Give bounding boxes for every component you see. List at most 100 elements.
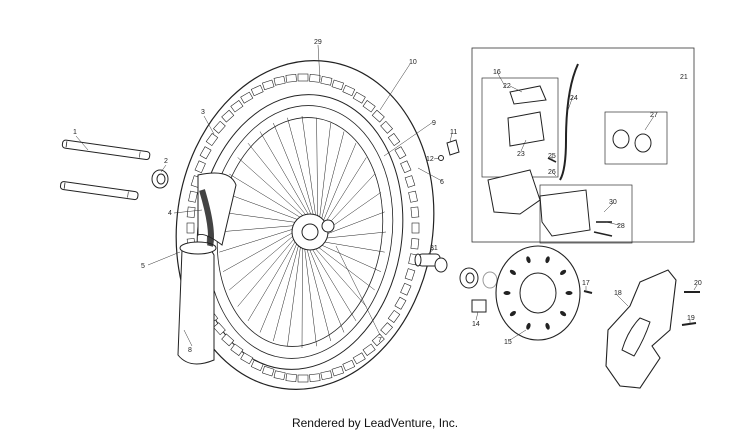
spoke xyxy=(302,236,317,347)
spoke xyxy=(287,117,318,228)
spoke xyxy=(304,238,345,333)
tread-block xyxy=(205,133,219,147)
tread-block xyxy=(331,365,344,377)
disc-hole xyxy=(509,310,516,317)
spoke xyxy=(308,239,375,291)
tread-block xyxy=(410,238,420,250)
callout-8: 8 xyxy=(188,347,192,354)
tread-block xyxy=(250,359,264,372)
callout-3: 3 xyxy=(201,109,205,116)
tread-block xyxy=(380,322,393,336)
tread-block xyxy=(371,333,385,347)
tread-block xyxy=(411,222,420,234)
valve-parts xyxy=(438,139,460,161)
callout-1: 1 xyxy=(73,129,77,136)
disc-hole xyxy=(545,322,550,330)
tread-block xyxy=(240,91,254,104)
spoke xyxy=(307,239,367,307)
tread-block xyxy=(320,75,333,86)
callout-22: 22 xyxy=(503,83,511,90)
disc-hole xyxy=(560,310,567,317)
tire-section xyxy=(177,172,237,365)
spoke xyxy=(237,157,313,225)
spoke xyxy=(287,233,303,347)
tread-block xyxy=(186,222,195,234)
callout-20: 20 xyxy=(694,280,702,287)
spoke xyxy=(316,117,319,231)
tread-block xyxy=(400,160,412,174)
disc-hole xyxy=(503,291,511,295)
callout-21: 21 xyxy=(680,74,688,81)
tread-block xyxy=(230,100,244,113)
tread-block xyxy=(362,100,376,113)
callout-26: 26 xyxy=(548,169,556,176)
tread-block xyxy=(194,160,206,174)
callout-14: 14 xyxy=(472,321,480,328)
spoke xyxy=(247,142,315,226)
spoke xyxy=(229,226,304,291)
bolt-17 xyxy=(583,290,593,294)
spoke xyxy=(237,227,304,307)
tread-block xyxy=(309,373,321,383)
bolts-19-20 xyxy=(681,291,700,326)
disc-hole xyxy=(565,291,573,295)
footer-credit: Rendered by LeadVenture, Inc. xyxy=(291,416,459,430)
tread-block xyxy=(352,91,366,104)
spoke xyxy=(305,238,357,321)
tread-block xyxy=(404,268,416,281)
spoke xyxy=(317,122,331,232)
leader-lines xyxy=(75,44,698,347)
tread-block xyxy=(371,109,385,123)
tread-block xyxy=(387,309,401,323)
brake-disc xyxy=(495,245,581,341)
callout-5: 5 xyxy=(141,263,145,270)
spoke xyxy=(219,211,309,225)
tread-block xyxy=(331,79,344,91)
spoke xyxy=(259,230,303,333)
tread-block xyxy=(285,73,297,83)
callout-16: 16 xyxy=(493,69,501,76)
spoke xyxy=(229,173,312,225)
tread-block xyxy=(230,343,244,356)
tread-block xyxy=(297,73,309,82)
disc-hole xyxy=(560,269,567,276)
tread-block xyxy=(221,109,235,123)
axle-parts xyxy=(59,139,151,201)
spoke xyxy=(217,224,308,233)
callout-25: 25 xyxy=(548,153,556,160)
callout-4: 4 xyxy=(168,210,172,217)
disc-guard xyxy=(605,269,677,389)
callout-9: 9 xyxy=(432,120,436,127)
spoke xyxy=(259,131,316,226)
tread-block xyxy=(394,146,407,160)
callout-6: 6 xyxy=(440,179,444,186)
disc-hole xyxy=(545,256,550,264)
callout-12: 12 xyxy=(426,156,434,163)
tread-block xyxy=(352,352,366,365)
callout-30: 30 xyxy=(609,199,617,206)
spoke xyxy=(247,229,303,321)
spoke xyxy=(317,131,345,234)
callout-10: 10 xyxy=(409,59,417,66)
tread-block xyxy=(273,370,286,381)
tread-block xyxy=(387,133,401,147)
spoke xyxy=(219,224,306,253)
spoke xyxy=(222,225,305,272)
callout-15: 15 xyxy=(504,339,512,346)
tread-block xyxy=(188,190,198,203)
disc-hole xyxy=(526,322,531,330)
spoke xyxy=(273,122,317,227)
tread-block xyxy=(297,374,309,383)
tread-block xyxy=(380,120,393,134)
tread-block xyxy=(199,146,212,160)
tread-block xyxy=(213,322,226,336)
spoke xyxy=(222,192,310,225)
caliper-kit-box xyxy=(471,47,695,244)
tread-block xyxy=(213,120,226,134)
tread-block xyxy=(400,282,412,296)
callout-29: 29 xyxy=(314,39,322,46)
hub-spacers xyxy=(414,253,498,313)
callout-28: 28 xyxy=(617,223,625,230)
spoke xyxy=(301,234,303,349)
